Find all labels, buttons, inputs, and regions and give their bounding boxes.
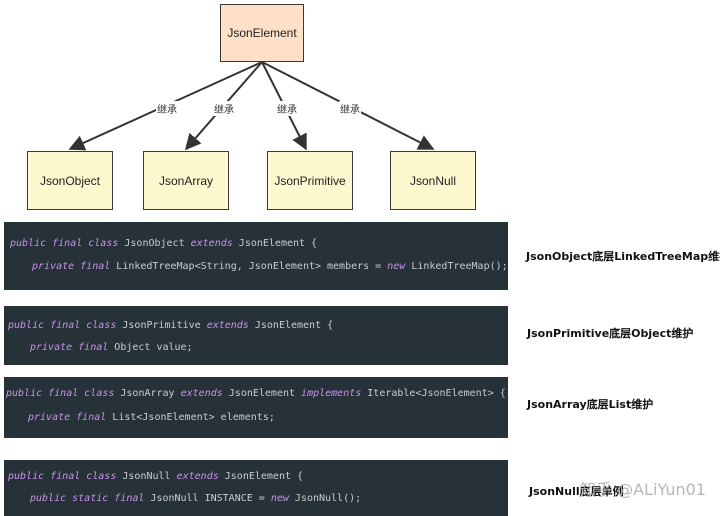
edge-label: 继承 — [276, 101, 298, 116]
code-block-jsonobject: public final class JsonObject extends Js… — [4, 222, 508, 290]
node-jsonobject: JsonObject — [27, 151, 113, 210]
code-line: private final LinkedTreeMap<String, Json… — [32, 261, 508, 272]
code-block-jsonprimitive: public final class JsonPrimitive extends… — [4, 306, 508, 365]
node-label: JsonNull — [409, 173, 457, 188]
code-line: public final class JsonPrimitive extends… — [8, 320, 334, 331]
code-line: public static final JsonNull INSTANCE = … — [30, 493, 362, 504]
node-label: JsonPrimitive — [274, 173, 346, 188]
edge-label: 继承 — [156, 101, 178, 116]
node-jsonelement: JsonElement — [220, 4, 304, 62]
edge-label: 继承 — [213, 101, 235, 116]
node-label: JsonObject — [39, 173, 101, 188]
note-jsonobject: JsonObject底层LinkedTreeMap维护 — [526, 250, 720, 263]
node-jsonarray: JsonArray — [143, 151, 229, 210]
code-line: private final List<JsonElement> elements… — [28, 412, 275, 423]
code-line: public final class JsonNull extends Json… — [8, 471, 304, 482]
node-label: JsonElement — [227, 26, 297, 40]
watermark: 知乎 @ALiYun01 — [580, 480, 706, 499]
code-line: public final class JsonArray extends Jso… — [6, 388, 506, 399]
code-line: private final Object value; — [30, 342, 193, 353]
node-label: JsonArray — [158, 173, 214, 188]
node-jsonnull: JsonNull — [390, 151, 476, 210]
code-block-jsonarray: public final class JsonArray extends Jso… — [4, 377, 508, 438]
note-jsonprimitive: JsonPrimitive底层Object维护 — [527, 327, 694, 340]
edge-label: 继承 — [339, 101, 361, 116]
code-line: public final class JsonObject extends Js… — [10, 238, 318, 249]
code-block-jsonnull: public final class JsonNull extends Json… — [4, 460, 508, 516]
note-jsonnull: JsonNull底层单例 — [529, 485, 624, 498]
node-jsonprimitive: JsonPrimitive — [267, 151, 353, 210]
note-jsonarray: JsonArray底层List维护 — [527, 398, 654, 411]
